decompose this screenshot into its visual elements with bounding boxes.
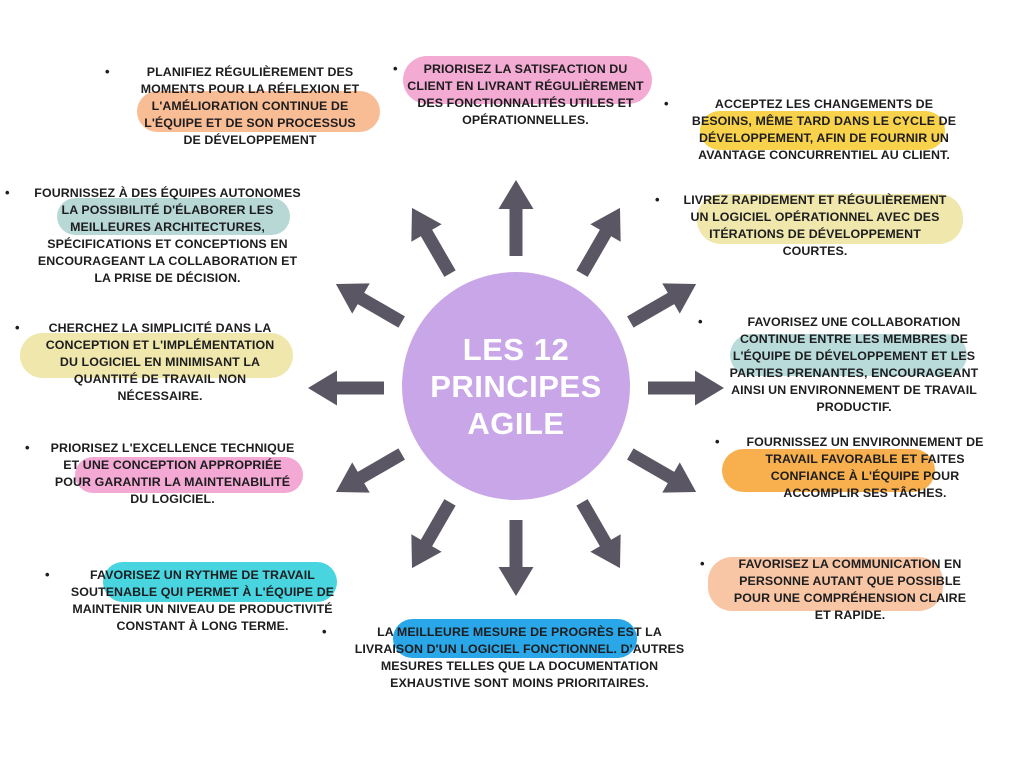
bullet-icon: •	[45, 567, 50, 582]
principle-text: FAVORISEZ UN RYTHME DE TRAVAIL SOUTENABL…	[70, 568, 335, 633]
highlight-blob	[57, 198, 290, 235]
principle-5-environnement-favorable: • FOURNISSEZ UN ENVIRONNEMENT DE TRAVAIL…	[715, 434, 1015, 502]
bullet-icon: •	[698, 314, 703, 329]
principle-text: LIVREZ RAPIDEMENT ET RÉGULIÈREMENT UN LO…	[683, 193, 947, 258]
highlight-blob	[103, 562, 337, 602]
principle-11-equipes-autonomes: • FOURNISSEZ À DES ÉQUIPES AUTONOMES LA …	[5, 185, 330, 287]
principle-2-changements-besoins: • ACCEPTEZ LES CHANGEMENTS DE BESOINS, M…	[664, 96, 984, 164]
arrow-icon	[411, 499, 456, 569]
diagram-title: LES 12 PRINCIPES AGILE	[430, 331, 602, 441]
principle-3-livraison-rapide: • LIVREZ RAPIDEMENT ET RÉGULIÈREMENT UN …	[655, 192, 975, 260]
arrow-icon	[576, 499, 621, 569]
arrow-icon	[335, 448, 405, 493]
bullet-icon: •	[715, 434, 720, 449]
principle-text: PLANIFIEZ RÉGULIÈREMENT DES MOMENTS POUR…	[140, 65, 360, 147]
principle-7-mesure-de-progres: • LA MEILLEURE MESURE DE PROGRÈS EST LA …	[322, 619, 717, 692]
arrow-icon	[308, 370, 384, 406]
arrow-icon	[498, 180, 534, 256]
principle-6-communication-en-personne: • FAVORISEZ LA COMMUNICATION EN PERSONNE…	[700, 556, 1000, 624]
arrow-icon	[627, 283, 697, 328]
principle-4-collaboration-continue: • FAVORISEZ UNE COLLABORATION CONTINUE E…	[698, 314, 1010, 416]
principle-1-satisfaction-client: • PRIORISEZ LA SATISFACTION DU CLIENT EN…	[393, 56, 658, 129]
principle-text: FAVORISEZ LA COMMUNICATION EN PERSONNE A…	[733, 557, 967, 622]
principle-text: PRIORISEZ LA SATISFACTION DU CLIENT EN L…	[407, 62, 644, 127]
principle-text: FOURNISSEZ UN ENVIRONNEMENT DE TRAVAIL F…	[746, 435, 984, 500]
highlight-blob	[730, 334, 967, 376]
highlight-blob	[700, 111, 945, 150]
principle-text: LA MEILLEURE MESURE DE PROGRÈS EST LA LI…	[354, 625, 685, 690]
principle-text: CHERCHEZ LA SIMPLICITÉ DANS LA CONCEPTIO…	[45, 321, 275, 403]
bullet-icon: •	[15, 320, 20, 335]
principle-text: ACCEPTEZ LES CHANGEMENTS DE BESOINS, MÊM…	[691, 97, 957, 162]
bullet-icon: •	[105, 64, 110, 79]
highlight-blob	[708, 557, 943, 611]
highlight-blob	[20, 333, 293, 378]
bullet-icon: •	[664, 96, 669, 111]
bullet-icon: •	[25, 440, 30, 455]
bullet-icon: •	[393, 61, 398, 76]
highlight-blob	[697, 194, 963, 244]
arrow-icon	[648, 370, 724, 406]
principle-10-simplicite: • CHERCHEZ LA SIMPLICITÉ DANS LA CONCEPT…	[15, 320, 305, 405]
highlight-blob	[722, 449, 935, 492]
principle-text: PRIORISEZ L'EXCELLENCE TECHNIQUE ET UNE …	[50, 441, 295, 506]
bullet-icon: •	[322, 624, 327, 639]
principle-8-rythme-soutenable: • FAVORISEZ UN RYTHME DE TRAVAIL SOUTENA…	[45, 562, 360, 635]
highlight-blob	[75, 457, 303, 493]
principle-9-excellence-technique: • PRIORISEZ L'EXCELLENCE TECHNIQUE ET UN…	[25, 440, 320, 508]
bullet-icon: •	[5, 185, 10, 200]
highlight-blob	[393, 619, 637, 658]
arrow-icon	[576, 207, 621, 277]
arrow-icon	[627, 448, 697, 493]
principle-12-reflexion-amelioration: • PLANIFIEZ RÉGULIÈREMENT DES MOMENTS PO…	[105, 64, 395, 149]
arrow-icon	[498, 520, 534, 596]
bullet-icon: •	[655, 192, 660, 207]
arrow-icon	[411, 207, 456, 277]
highlight-blob	[137, 91, 380, 132]
bullet-icon: •	[700, 556, 705, 571]
principle-text: FAVORISEZ UNE COLLABORATION CONTINUE ENT…	[729, 315, 979, 414]
center-circle: LES 12 PRINCIPES AGILE	[402, 272, 630, 500]
highlight-blob	[403, 56, 652, 104]
arrow-icon	[335, 283, 405, 328]
principle-text: FOURNISSEZ À DES ÉQUIPES AUTONOMES LA PO…	[34, 186, 301, 285]
